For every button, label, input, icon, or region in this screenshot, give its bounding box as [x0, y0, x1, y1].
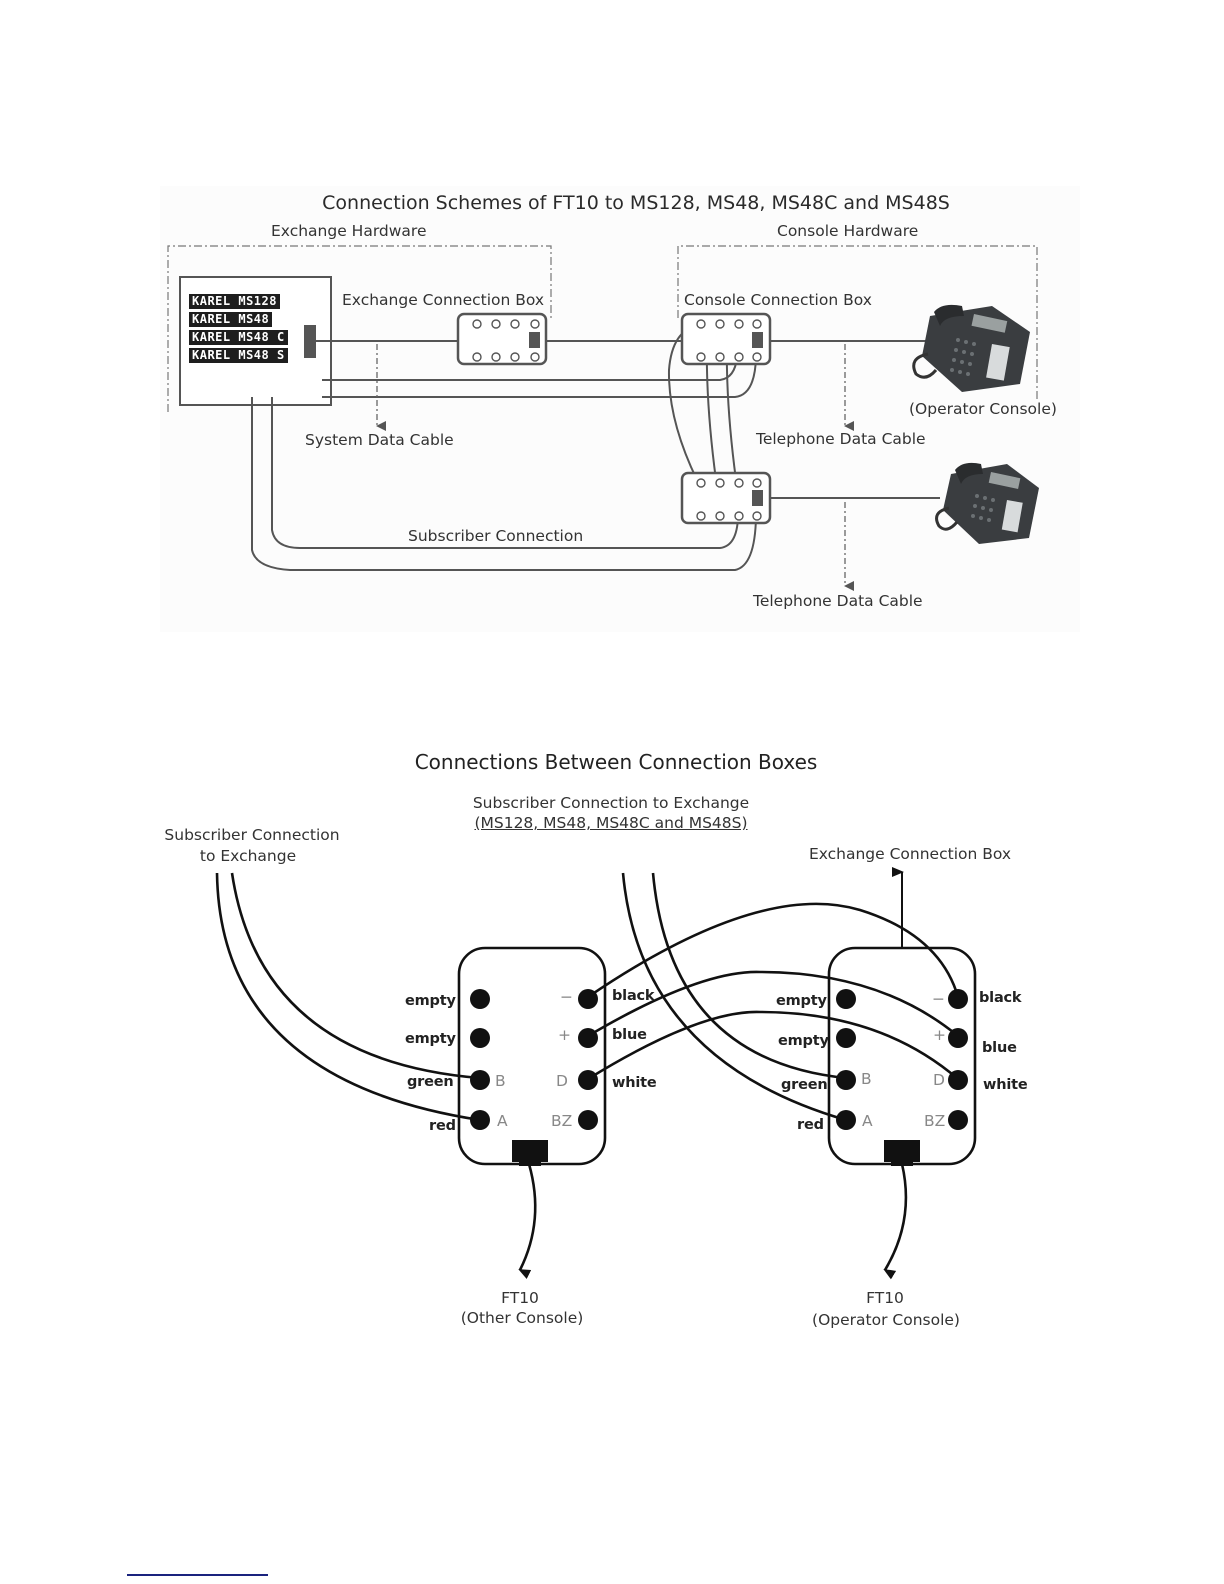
subscriber-line-2 [251, 397, 757, 571]
console-connection-box [680, 312, 772, 366]
pin-id: − [560, 988, 573, 1006]
pin-id: A [862, 1112, 873, 1130]
pin-label: empty [405, 993, 456, 1009]
pin-id: + [933, 1026, 946, 1044]
wire-white [587, 1010, 959, 1081]
console-hardware-label: Console Hardware [777, 222, 919, 240]
other-console-label: (Other Console) [460, 1309, 584, 1327]
pin-label: red [429, 1118, 456, 1134]
connection-schemes-panel [160, 186, 1080, 632]
wire-black [587, 902, 960, 999]
wire-color-label: blue [612, 1027, 647, 1043]
exchange-models-label: (MS128, MS48, MS48C and MS48S) [474, 814, 748, 832]
other-console-box [457, 946, 607, 1166]
diagram1-title: Connection Schemes of FT10 to MS128, MS4… [322, 192, 950, 214]
wire-top-green [651, 872, 847, 1080]
pin-id: B [495, 1072, 506, 1090]
wire-color-label: blue [982, 1040, 1017, 1056]
wire-left-red [215, 872, 481, 1122]
exchange-model-badge: KAREL MS48 [189, 312, 273, 327]
exchange-port [304, 325, 316, 358]
subscriber-line-1 [271, 397, 739, 549]
pin-label: empty [405, 1031, 456, 1047]
pin-id: D [556, 1072, 568, 1090]
pin-label: empty [778, 1033, 829, 1049]
system-data-cable-label: System Data Cable [305, 431, 454, 449]
operator-console-label: (Operator Console) [909, 400, 1057, 418]
wire-color-label: black [979, 990, 1022, 1006]
console-connection-box-label: Console Connection Box [684, 291, 872, 309]
operator-console-label-2: (Operator Console) [812, 1311, 960, 1329]
wire-color-label: white [612, 1075, 657, 1091]
ft10-other-label: FT10 [501, 1289, 539, 1307]
exchange-connection-box-label-2: Exchange Connection Box [808, 845, 1012, 863]
ft10-operator-label: FT10 [866, 1289, 904, 1307]
pin-id: − [932, 990, 945, 1008]
exchange-connection-box [456, 312, 548, 366]
pin-id: + [558, 1026, 571, 1044]
other-console-pins [470, 989, 598, 1166]
ft10-operator-cable [883, 1163, 908, 1280]
exchange-model-badge: KAREL MS48 S [189, 348, 288, 363]
console-hardware-boundary [677, 245, 1038, 400]
pin-label: empty [776, 993, 827, 1009]
pin-label: green [781, 1077, 828, 1093]
exchange-hardware-boundary [167, 245, 552, 412]
pin-id: B [861, 1070, 872, 1088]
operator-telephone-icon [912, 304, 1030, 392]
other-telephone-icon [935, 462, 1039, 544]
pin-id: BZ [551, 1112, 573, 1130]
operator-console-pins [836, 989, 968, 1166]
exchange-hardware-label: Exchange Hardware [271, 222, 427, 240]
wire-color-label: white [983, 1077, 1028, 1093]
wire-left-green [230, 872, 481, 1080]
telephone-data-cable-label-2: Telephone Data Cable [753, 592, 923, 610]
diagram2-title: Connections Between Connection Boxes [414, 750, 818, 774]
wire-blue [587, 970, 959, 1038]
exchange-model-badge: KAREL MS48 C [189, 330, 288, 345]
pin-id: D [933, 1071, 945, 1089]
second-console-connection-box [680, 471, 772, 525]
subscriber-connection-label: Subscriber Connection [408, 527, 584, 545]
pin-label: green [407, 1074, 454, 1090]
exchange-model-badge: KAREL MS128 [189, 294, 280, 309]
ft10-other-cable [518, 1163, 537, 1279]
exchange-connection-box-label: Exchange Connection Box [342, 291, 545, 309]
telephone-data-cable-label: Telephone Data Cable [756, 430, 926, 448]
subscriber-to-exchange-top-label: Subscriber Connection to Exchange [472, 794, 750, 812]
pin-id: BZ [924, 1112, 946, 1130]
footnote-separator [127, 1574, 268, 1576]
wire-color-label: black [612, 988, 655, 1004]
subscriber-to-exchange-left-label-2: to Exchange [199, 847, 297, 865]
pin-label: red [797, 1117, 824, 1133]
subscriber-to-exchange-left-label: Subscriber Connection [164, 826, 340, 844]
pin-id: A [497, 1112, 508, 1130]
